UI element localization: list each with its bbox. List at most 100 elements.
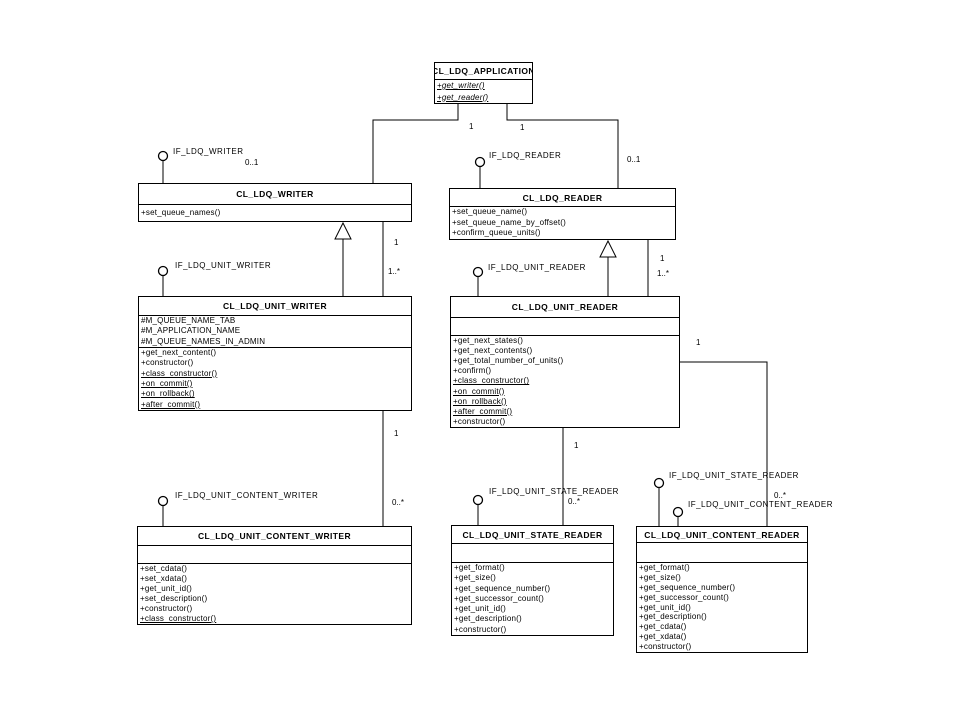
method: +confirm_queue_units() bbox=[452, 228, 541, 238]
class-title: CL_LDQ_UNIT_STATE_READER bbox=[452, 526, 613, 544]
method: +get_description() bbox=[639, 612, 707, 622]
interface-label: IF_LDQ_UNIT_READER bbox=[488, 263, 586, 272]
multiplicity-label: 0..* bbox=[774, 491, 787, 500]
method: +on_rollback() bbox=[453, 396, 507, 406]
method: +set_xdata() bbox=[140, 574, 188, 583]
interface-lollipop-icon[interactable] bbox=[157, 150, 169, 162]
methods-compartment: +set_queue_names() bbox=[139, 205, 411, 221]
interface-label: IF_LDQ_UNIT_STATE_READER bbox=[489, 487, 619, 496]
attributes-compartment bbox=[138, 546, 411, 564]
methods-compartment: +get_next_content()+constructor()+class_… bbox=[139, 348, 411, 410]
attributes-compartment bbox=[452, 544, 613, 563]
methods-compartment: +set_queue_name()+set_queue_name_by_offs… bbox=[450, 207, 675, 239]
method: +get_unit_id() bbox=[454, 604, 506, 614]
method: +get_unit_id() bbox=[639, 602, 691, 612]
multiplicity-label: 1 bbox=[394, 238, 399, 247]
method: +on_rollback() bbox=[141, 389, 195, 399]
multiplicity-label: 0..* bbox=[392, 498, 405, 507]
class-title: CL_LDQ_READER bbox=[450, 189, 675, 207]
methods-compartment: +set_cdata()+set_xdata()+get_unit_id()+s… bbox=[138, 564, 411, 624]
multiplicity-label: 1 bbox=[469, 122, 474, 131]
interface-lollipop-icon[interactable] bbox=[157, 495, 169, 507]
method: +constructor() bbox=[454, 624, 507, 634]
interface-label: IF_LDQ_UNIT_CONTENT_READER bbox=[688, 500, 834, 509]
multiplicity-label: 1..* bbox=[388, 267, 401, 276]
generalization-arrowhead bbox=[599, 239, 617, 258]
method: +get_next_contents() bbox=[453, 346, 533, 356]
class-title: CL_LDQ_UNIT_CONTENT_WRITER bbox=[138, 527, 411, 546]
method: +get_successor_count() bbox=[454, 593, 545, 603]
method: +get_sequence_number() bbox=[639, 582, 736, 592]
method: +on_commit() bbox=[141, 378, 193, 388]
method: +set_queue_names() bbox=[141, 208, 221, 217]
method: +get_xdata() bbox=[639, 632, 687, 642]
generalization-arrowhead bbox=[334, 221, 352, 240]
attribute: #M_QUEUE_NAME_TAB bbox=[141, 316, 236, 325]
interface-lollipop-icon[interactable] bbox=[157, 265, 169, 277]
method: +constructor() bbox=[639, 642, 692, 651]
class-unit-writer[interactable]: CL_LDQ_UNIT_WRITER#M_QUEUE_NAME_TAB#M_AP… bbox=[138, 296, 412, 411]
multiplicity-label: 1 bbox=[696, 338, 701, 347]
interface-lollipop-icon[interactable] bbox=[472, 494, 484, 506]
method: +after_commit() bbox=[453, 406, 513, 416]
methods-compartment: +get_next_states()+get_next_contents()+g… bbox=[451, 336, 679, 427]
method: +constructor() bbox=[141, 358, 194, 368]
class-title: CL_LDQ_WRITER bbox=[139, 184, 411, 205]
methods-compartment: +get_format()+get_size()+get_sequence_nu… bbox=[452, 563, 613, 635]
class-writer[interactable]: CL_LDQ_WRITER +set_queue_names() bbox=[138, 183, 412, 222]
attributes-compartment bbox=[637, 543, 807, 563]
method: +class_constructor() bbox=[141, 368, 218, 378]
multiplicity-label: 0..1 bbox=[245, 158, 259, 167]
interface-label: IF_LDQ_WRITER bbox=[173, 147, 244, 156]
interface-lollipop-icon[interactable] bbox=[672, 506, 684, 518]
attribute: #M_QUEUE_NAMES_IN_ADMIN bbox=[141, 336, 266, 346]
method: +constructor() bbox=[453, 416, 506, 426]
multiplicity-label: 1 bbox=[574, 441, 579, 450]
method: +get_description() bbox=[454, 614, 522, 624]
multiplicity-label: 1..* bbox=[657, 269, 670, 278]
method: +get_successor_count() bbox=[639, 592, 730, 602]
method: +get_cdata() bbox=[639, 622, 687, 632]
method: +get_format() bbox=[454, 563, 505, 572]
interface-label: IF_LDQ_UNIT_CONTENT_WRITER bbox=[175, 491, 319, 500]
method: +get_next_content() bbox=[141, 348, 217, 357]
method: +after_commit() bbox=[141, 399, 201, 409]
interface-label: IF_LDQ_UNIT_WRITER bbox=[175, 261, 272, 270]
method: +get_sequence_number() bbox=[454, 583, 551, 593]
attribute: #M_APPLICATION_NAME bbox=[141, 326, 241, 336]
method: +get_format() bbox=[639, 563, 690, 572]
method: +get_size() bbox=[454, 573, 496, 583]
interface-label: IF_LDQ_READER bbox=[489, 151, 562, 160]
multiplicity-label: 1 bbox=[394, 429, 399, 438]
method: +set_cdata() bbox=[140, 564, 188, 573]
multiplicity-label: 1 bbox=[660, 254, 665, 263]
association-application-reader bbox=[506, 104, 619, 188]
method: +set_description() bbox=[140, 594, 208, 603]
class-unit-content-writer[interactable]: CL_LDQ_UNIT_CONTENT_WRITER+set_cdata()+s… bbox=[137, 526, 412, 625]
association-unit-reader-content-reader bbox=[680, 361, 768, 526]
method: +get_total_number_of_units() bbox=[453, 356, 564, 366]
multiplicity-label: 0..* bbox=[568, 497, 581, 506]
interface-lollipop-icon[interactable] bbox=[474, 156, 486, 168]
attributes-compartment: #M_QUEUE_NAME_TAB#M_APPLICATION_NAME#M_Q… bbox=[139, 316, 411, 348]
class-title: CL_LDQ_APPLICATION bbox=[435, 63, 532, 80]
attributes-compartment bbox=[451, 318, 679, 336]
interface-lollipop-icon[interactable] bbox=[472, 266, 484, 278]
method: +on_commit() bbox=[453, 386, 505, 396]
class-unit-content-reader[interactable]: CL_LDQ_UNIT_CONTENT_READER+get_format()+… bbox=[636, 526, 808, 653]
methods-compartment: +get_format()+get_size()+get_sequence_nu… bbox=[637, 563, 807, 652]
method: +get_reader() bbox=[437, 92, 489, 102]
class-unit-state-reader[interactable]: CL_LDQ_UNIT_STATE_READER+get_format()+ge… bbox=[451, 525, 614, 636]
method: +get_unit_id() bbox=[140, 584, 192, 593]
methods-compartment: +get_writer() +get_reader() bbox=[435, 80, 532, 103]
class-unit-reader[interactable]: CL_LDQ_UNIT_READER+get_next_states()+get… bbox=[450, 296, 680, 428]
method: +get_writer() bbox=[437, 81, 485, 90]
interface-lollipop-icon[interactable] bbox=[653, 477, 665, 489]
method: +class_constructor() bbox=[140, 614, 217, 623]
class-application[interactable]: CL_LDQ_APPLICATION+get_writer() +get_read… bbox=[434, 62, 533, 104]
class-reader[interactable]: CL_LDQ_READER+set_queue_name()+set_queue… bbox=[449, 188, 676, 240]
method: +set_queue_name() bbox=[452, 207, 528, 216]
method: +set_queue_name_by_offset() bbox=[452, 217, 566, 227]
